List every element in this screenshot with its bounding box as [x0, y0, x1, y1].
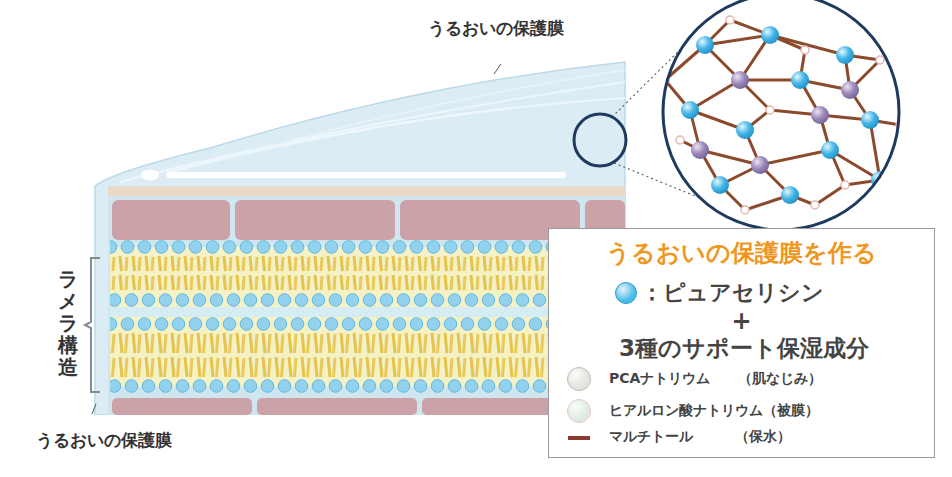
legend-panel: うるおいの保護膜を作る +3種のサポート保湿成分 ：ピュアセリシン PCAナトリウム …: [548, 228, 935, 458]
panel-heading: うるおいの保護膜を作る: [549, 239, 934, 268]
film-label: うるおいの保護膜: [428, 18, 564, 38]
legend-text: PCAナトリウム （肌なじみ）: [609, 370, 822, 387]
legend-text: ヒアルロン酸ナトリウム（被膜）: [609, 402, 819, 419]
film-label: うるおいの保護膜: [36, 430, 172, 450]
line-sample: [568, 436, 590, 440]
plus-sign: +: [549, 307, 934, 336]
legend-text: マルチトール （保水）: [609, 428, 791, 445]
panel-subheading: 3種のサポート保湿成分: [619, 335, 869, 363]
legend-swatch: [567, 367, 591, 391]
legend-swatch: [567, 399, 591, 423]
lamella-label: ラメラ構造: [58, 268, 78, 378]
legend-swatch: [615, 282, 637, 304]
legend-text: ：ピュアセリシン: [641, 280, 824, 306]
